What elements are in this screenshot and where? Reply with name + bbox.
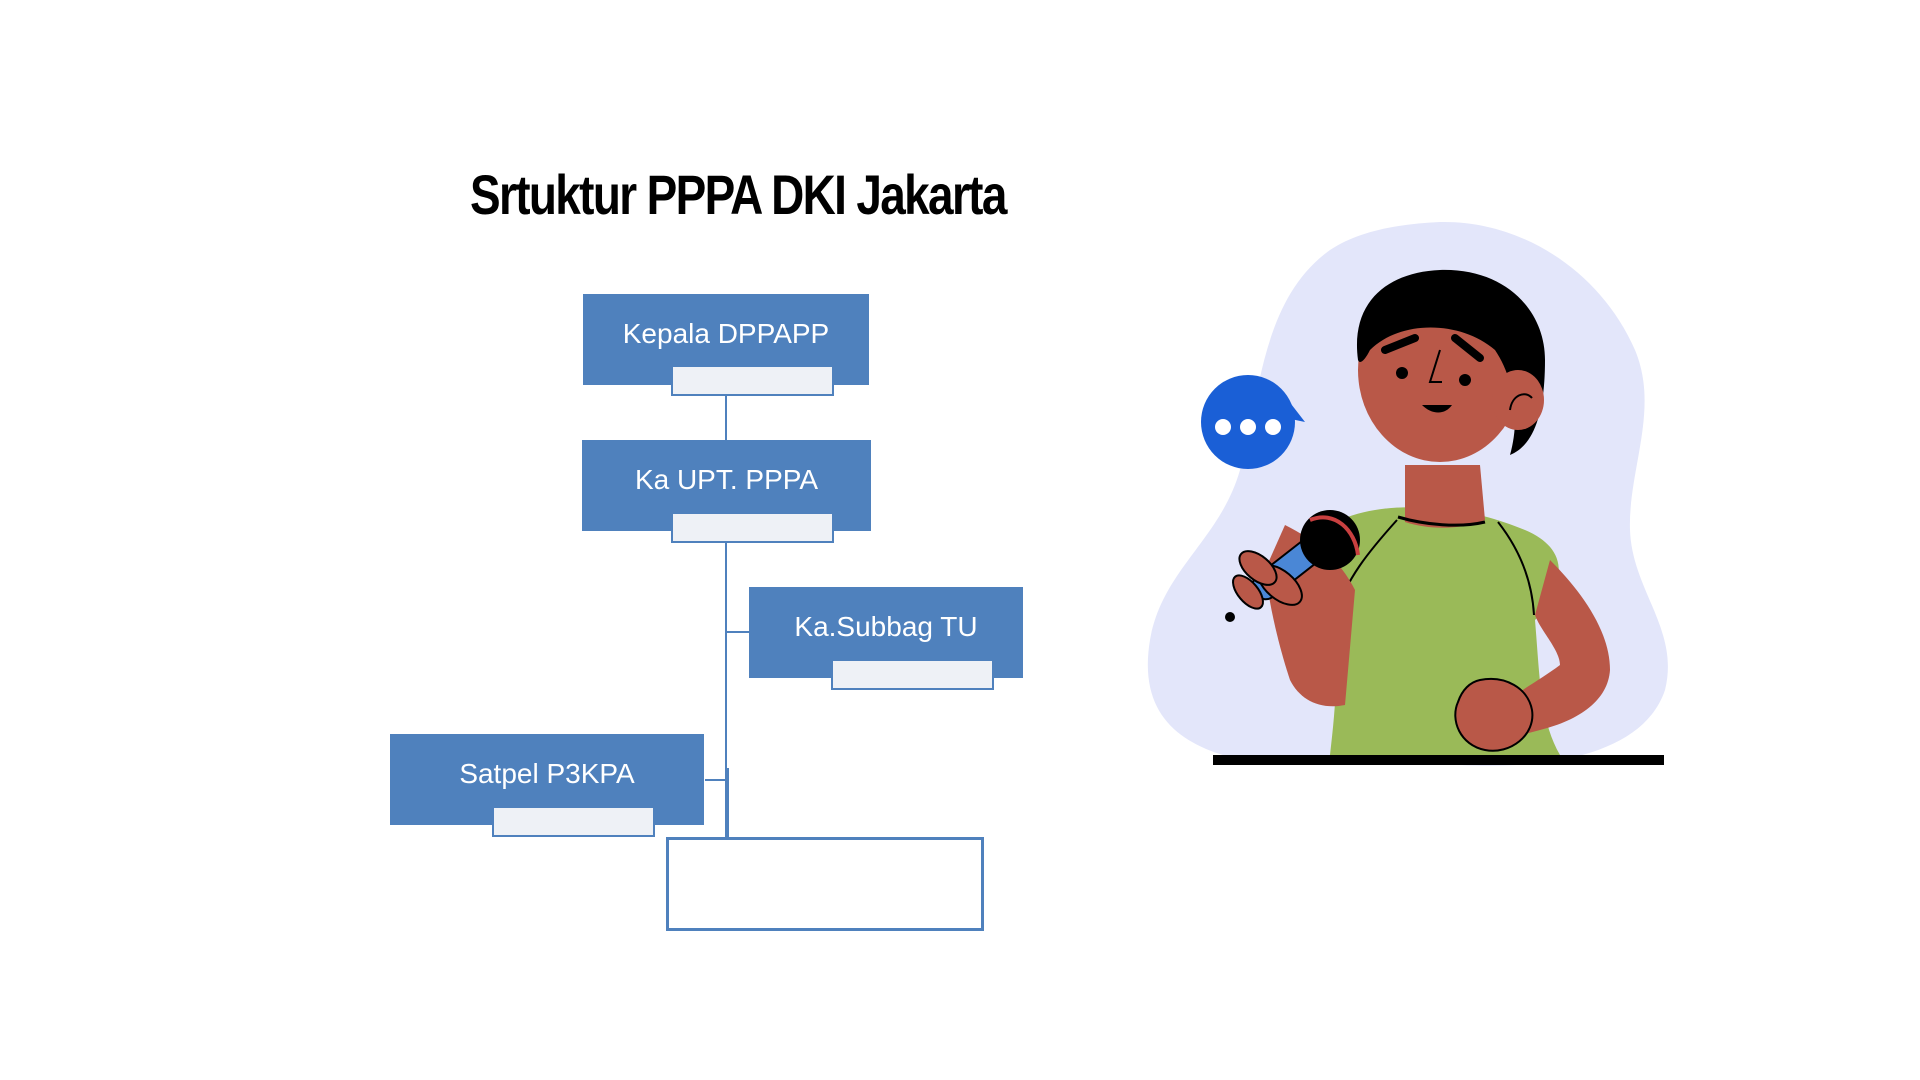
hand-right (1454, 677, 1534, 752)
eye-left (1396, 367, 1408, 379)
nose (1428, 349, 1442, 383)
org-node-subbox[interactable] (492, 806, 655, 837)
org-node-empty[interactable] (666, 837, 984, 931)
ear-detail (1509, 393, 1533, 411)
org-node-label: Ka.Subbag TU (794, 611, 978, 642)
mouth (1422, 405, 1452, 413)
eyebrow-left (1381, 334, 1419, 354)
shirt-seam-right (1497, 521, 1535, 616)
collar-line (1397, 515, 1486, 527)
connector-trunk-thick (725, 768, 729, 846)
speaker-illustration (1147, 221, 1668, 766)
eye-right (1459, 374, 1471, 386)
eyebrow-right (1451, 334, 1484, 362)
hand-left (1232, 550, 1303, 610)
slide-title: Srtuktur PPPA DKI Jakarta (470, 163, 1007, 226)
org-node-label: Kepala DPPAPP (622, 318, 830, 349)
ear (1492, 370, 1544, 430)
connector-upt-trunk (725, 540, 727, 845)
org-node-label: Satpel P3KPA (459, 758, 635, 789)
connector-trunk-subbag (727, 631, 749, 633)
hair (1356, 269, 1545, 455)
connector-trunk-satpel (705, 779, 725, 781)
neck (1405, 465, 1485, 528)
org-node-subbox[interactable] (831, 659, 994, 690)
org-node-label: Ka UPT. PPPA (634, 464, 819, 495)
speech-bubble-icon (1201, 375, 1305, 469)
connector-kepala-upt (725, 388, 727, 440)
table-edge (1213, 755, 1664, 765)
org-node-subbox[interactable] (671, 365, 834, 396)
org-node-subbox[interactable] (671, 512, 834, 543)
